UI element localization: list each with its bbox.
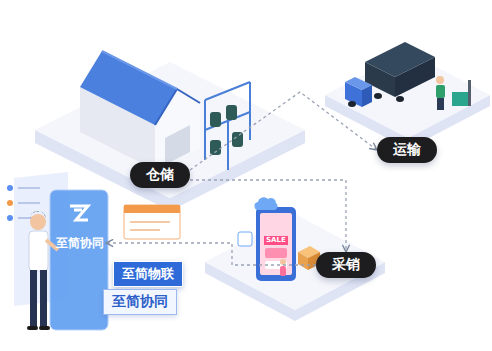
stage-pill: 运输 — [377, 137, 437, 163]
person-part — [30, 211, 46, 220]
app-screens-part — [70, 206, 88, 220]
shop-phone-part — [256, 207, 296, 281]
dashed-connector — [190, 180, 346, 252]
dashed-connector — [190, 92, 377, 170]
shop-phone-part — [280, 259, 286, 265]
app-banner: 至简物联 — [113, 261, 183, 287]
shop-phone-part — [298, 252, 308, 270]
tag-label: SALE — [264, 236, 288, 245]
person-part — [27, 326, 38, 330]
person-part — [39, 326, 50, 330]
app-screens-part — [18, 187, 40, 189]
storage-rack-part — [249, 82, 251, 140]
shop-phone-part — [254, 197, 277, 210]
app-screens-part — [50, 190, 108, 330]
warehouse-building-part — [102, 51, 177, 89]
app-screens-part — [7, 200, 13, 206]
app-screens-part — [18, 202, 40, 204]
storage-rack-part — [210, 140, 221, 155]
worker-forklift — [436, 76, 471, 110]
storage-rack-part — [210, 112, 221, 127]
node-text: 至简物联 — [122, 265, 174, 283]
shop-phone-part — [265, 248, 287, 258]
storage-rack-part — [205, 82, 250, 100]
node-text: 至简协同 — [112, 293, 168, 311]
app-screen: 至简协同 — [54, 234, 106, 253]
node-text: 运输 — [393, 141, 421, 159]
worker-forklift-part — [436, 76, 444, 84]
app-banner: 至简协同 — [103, 289, 177, 315]
shop-phone-part — [260, 213, 292, 275]
truck-part — [396, 96, 404, 102]
person-part — [30, 214, 46, 230]
warehouse-building — [80, 51, 200, 170]
worker-forklift-part — [437, 98, 444, 110]
storage-rack — [205, 82, 250, 170]
truck-part — [374, 93, 382, 99]
shop-phone-part — [238, 232, 252, 246]
truck — [345, 42, 435, 107]
app-screens-part — [130, 229, 160, 231]
node-text: 仓储 — [146, 166, 174, 184]
app-screens-part — [124, 205, 180, 239]
app-screens-part — [130, 221, 170, 223]
warehouse-building-part — [155, 89, 200, 125]
node-text: 采销 — [332, 256, 360, 274]
person — [27, 211, 58, 330]
warehouse-platform-part — [35, 62, 305, 198]
app-screens — [7, 172, 180, 330]
truck-part — [365, 42, 435, 77]
node-text: 至简协同 — [56, 235, 104, 252]
app-screens-part — [124, 205, 180, 213]
truck-part — [348, 101, 356, 107]
person-part — [40, 270, 47, 328]
person-part — [30, 270, 37, 328]
person-part — [29, 231, 48, 271]
app-screens-part — [7, 215, 13, 221]
stage-pill: 仓储 — [130, 162, 190, 188]
warehouse-building-part — [165, 125, 190, 165]
worker-forklift-part — [452, 92, 468, 106]
storage-rack-part — [226, 105, 237, 120]
worker-forklift-part — [468, 80, 471, 106]
app-screens-part — [7, 185, 13, 191]
stage-pill: 采销 — [316, 252, 376, 278]
shop-phone — [238, 197, 320, 281]
worker-forklift-part — [436, 85, 445, 98]
truck-part — [362, 85, 372, 107]
shop-phone-part — [280, 266, 286, 276]
